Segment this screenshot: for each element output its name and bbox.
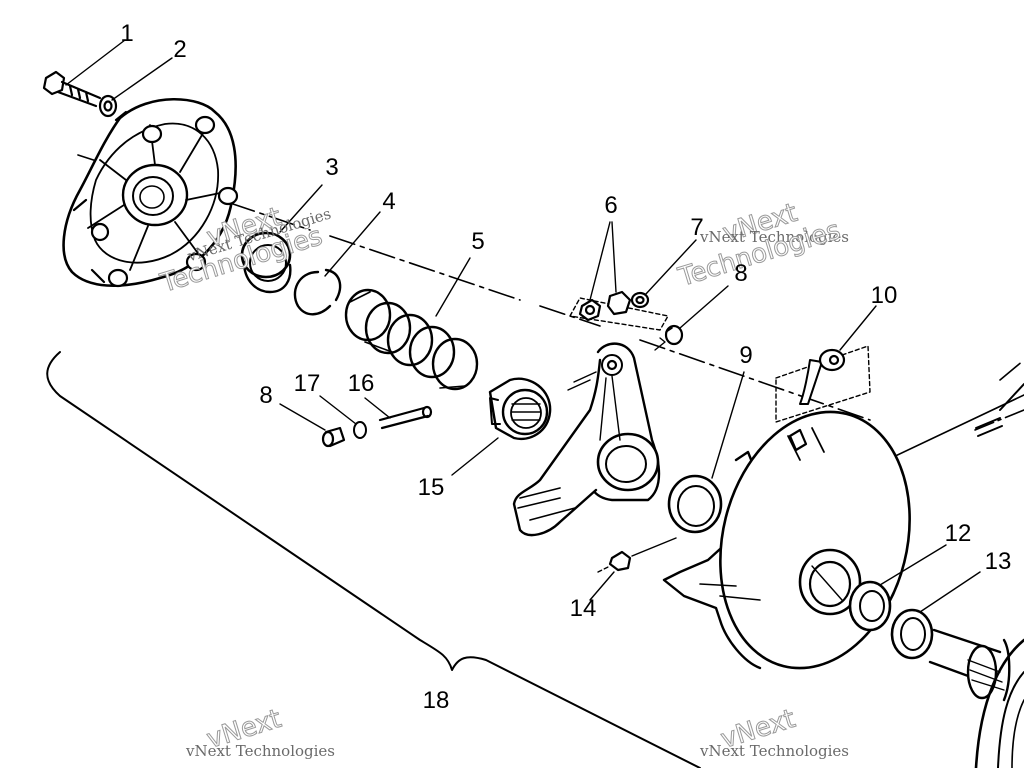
callout-9: 9 [739,342,753,369]
watermark-company: vNext Technologies [186,742,336,760]
nut-part-14 [589,537,677,601]
cover-plate-assembly [62,98,239,288]
watermark-company: vNext Technologies [700,742,850,760]
washer-part-2 [98,57,173,118]
callout-14: 14 [569,595,597,622]
watermark-company: vNext Technologies [700,228,850,246]
callout-1: 1 [120,20,134,47]
callout-15: 15 [417,474,445,501]
callout-8-right: 8 [734,260,748,287]
bushing-part-12 [848,544,947,632]
callout-3: 3 [325,154,339,181]
callout-2: 2 [173,36,187,63]
callout-17: 17 [293,370,321,397]
bushing-part-3 [240,184,323,294]
callout-13: 13 [984,548,1012,575]
drive-shaft [928,628,1011,702]
fixed-sheave-edge [974,638,1024,768]
assembly-brace-18 [46,351,701,768]
washer-part-13 [890,571,981,660]
weight-part-10 [775,305,877,423]
roller-part-8-right [654,285,729,351]
callout-6: 6 [604,192,618,219]
roller-part-8-left [279,403,346,448]
right-bolt [975,383,1024,437]
thrust-washer-part-9 [667,371,745,534]
bolt-part-1 [42,39,126,108]
callout-16: 16 [347,370,375,397]
callout-4: 4 [382,188,396,215]
callout-10: 10 [870,282,898,309]
callout-7: 7 [690,214,704,241]
snap-ring-part-4 [293,211,381,316]
retainer-part-15 [451,377,552,476]
axis-line-shaft [974,409,1024,431]
callout-18: 18 [422,687,450,714]
spring-part-5 [344,257,479,391]
pin-part-16 [364,397,433,430]
callout-5: 5 [471,228,485,255]
nuts-part-6 [569,221,697,331]
washer-part-17 [319,395,367,439]
callout-8-left: 8 [259,382,273,409]
moveable-arm-bracket [512,342,661,537]
callout-12: 12 [944,520,972,547]
